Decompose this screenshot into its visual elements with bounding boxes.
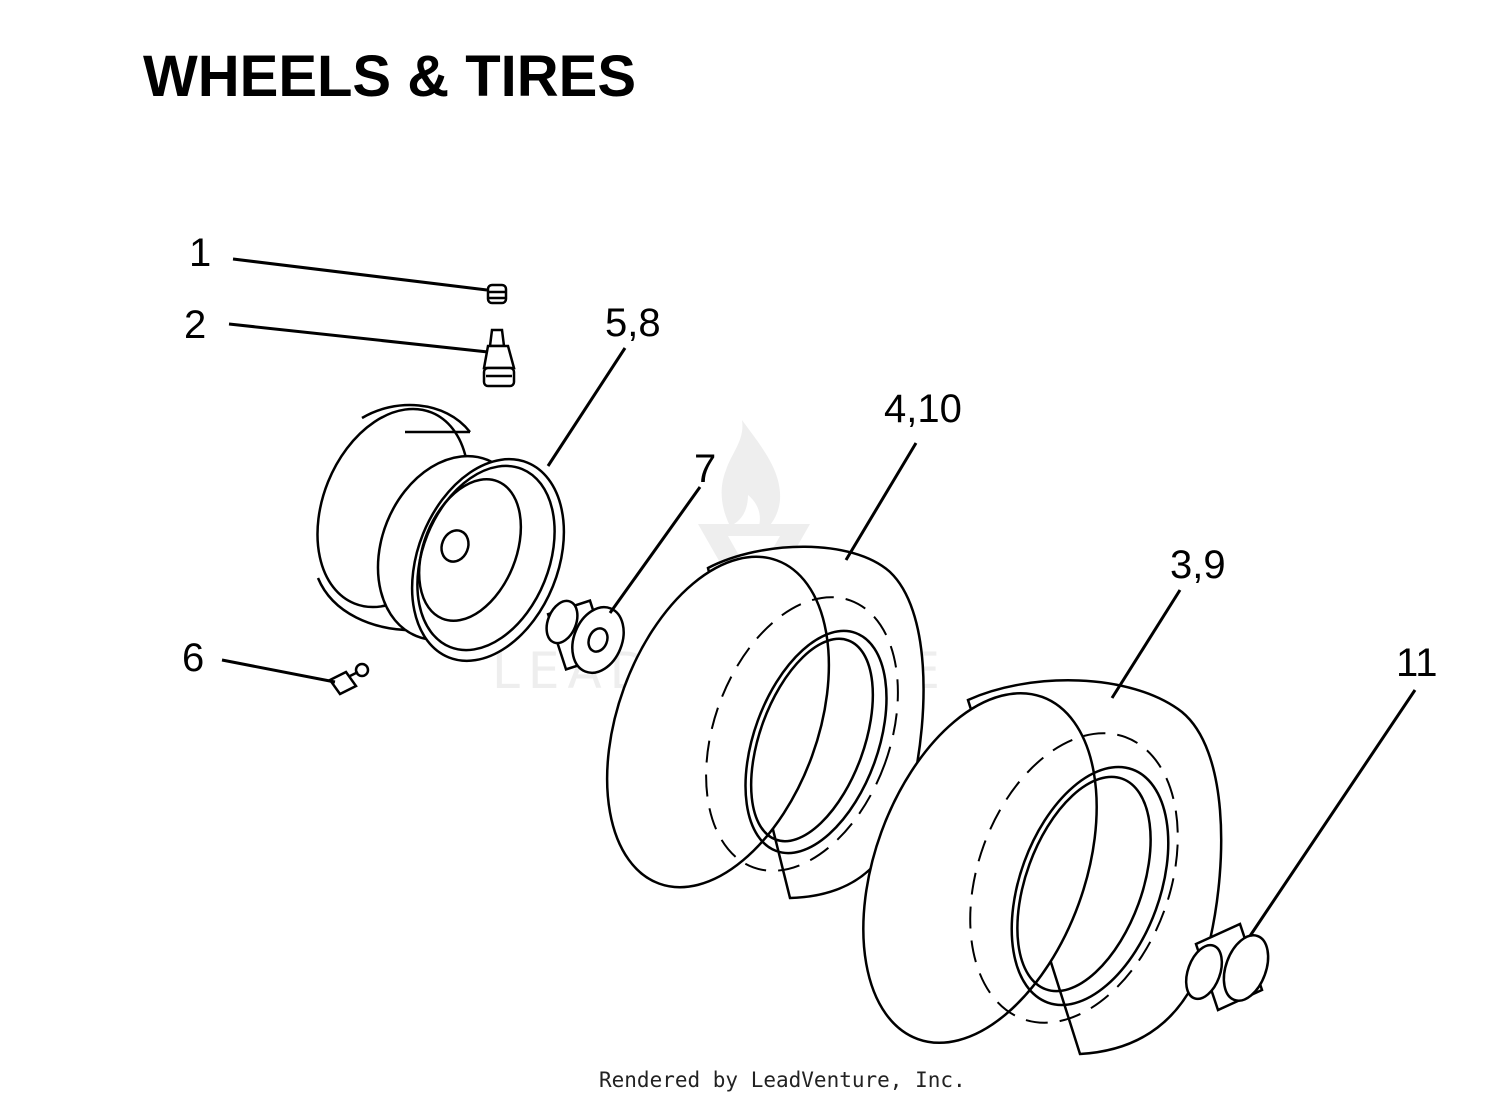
callout-label-7: 7 — [694, 447, 716, 491]
valve-cap-part — [486, 283, 508, 305]
front-tire-part — [605, 545, 925, 900]
callout-label-3-9: 3,9 — [1170, 543, 1226, 587]
leader-line-1 — [232, 257, 488, 292]
leader-line-3-9 — [1110, 589, 1182, 699]
callout-label-4-10: 4,10 — [884, 387, 962, 431]
leader-line-2 — [228, 322, 489, 354]
leader-lines — [221, 257, 1417, 937]
bushing-part — [545, 599, 625, 675]
leader-line-5-8 — [546, 347, 627, 467]
callout-label-11: 11 — [1396, 641, 1438, 685]
leader-line-6 — [221, 658, 336, 684]
callout-label-6: 6 — [182, 636, 204, 680]
leader-line-11 — [1248, 689, 1417, 937]
footer-credit: Rendered by LeadVenture, Inc. — [599, 1068, 966, 1092]
leader-line-7 — [608, 486, 702, 614]
callout-label-2: 2 — [184, 303, 206, 347]
grease-fitting-part — [328, 662, 370, 696]
bearing-sleeve-part — [1184, 922, 1270, 1012]
rear-tire-part — [862, 679, 1223, 1056]
callout-label-1: 1 — [189, 231, 211, 275]
valve-stem-part — [482, 328, 516, 388]
callout-label-5-8: 5,8 — [605, 301, 661, 345]
wheel-rim-part — [316, 403, 566, 663]
leader-line-4-10 — [844, 442, 918, 561]
diagram-title: WHEELS & TIRES — [143, 44, 636, 109]
